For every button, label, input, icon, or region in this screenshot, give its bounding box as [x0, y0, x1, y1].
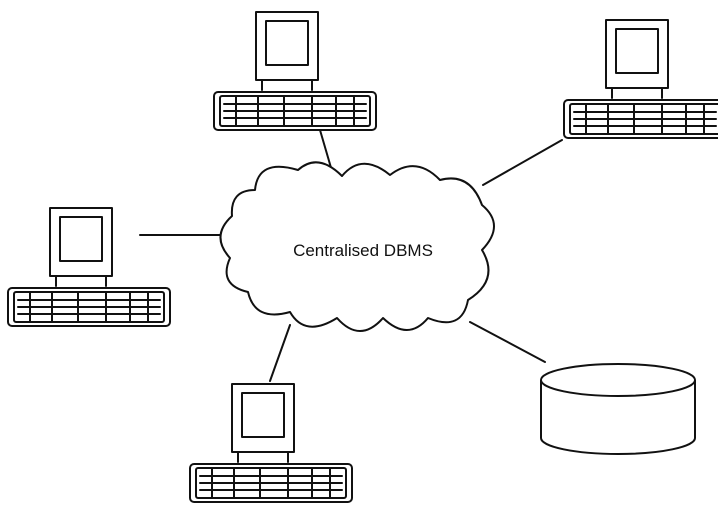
- database-cylinder-icon: [540, 363, 696, 455]
- computer-terminal-icon: [7, 207, 171, 327]
- center-label: Centralised DBMS: [293, 241, 433, 260]
- computer-terminal-icon: [189, 383, 353, 503]
- link-bottom: [269, 324, 291, 382]
- computer-terminal-icon: [563, 19, 718, 139]
- link-database: [469, 321, 546, 363]
- link-top-right: [482, 139, 563, 186]
- computer-terminal-icon: [213, 11, 377, 131]
- dbms-cloud-icon: [219, 161, 495, 332]
